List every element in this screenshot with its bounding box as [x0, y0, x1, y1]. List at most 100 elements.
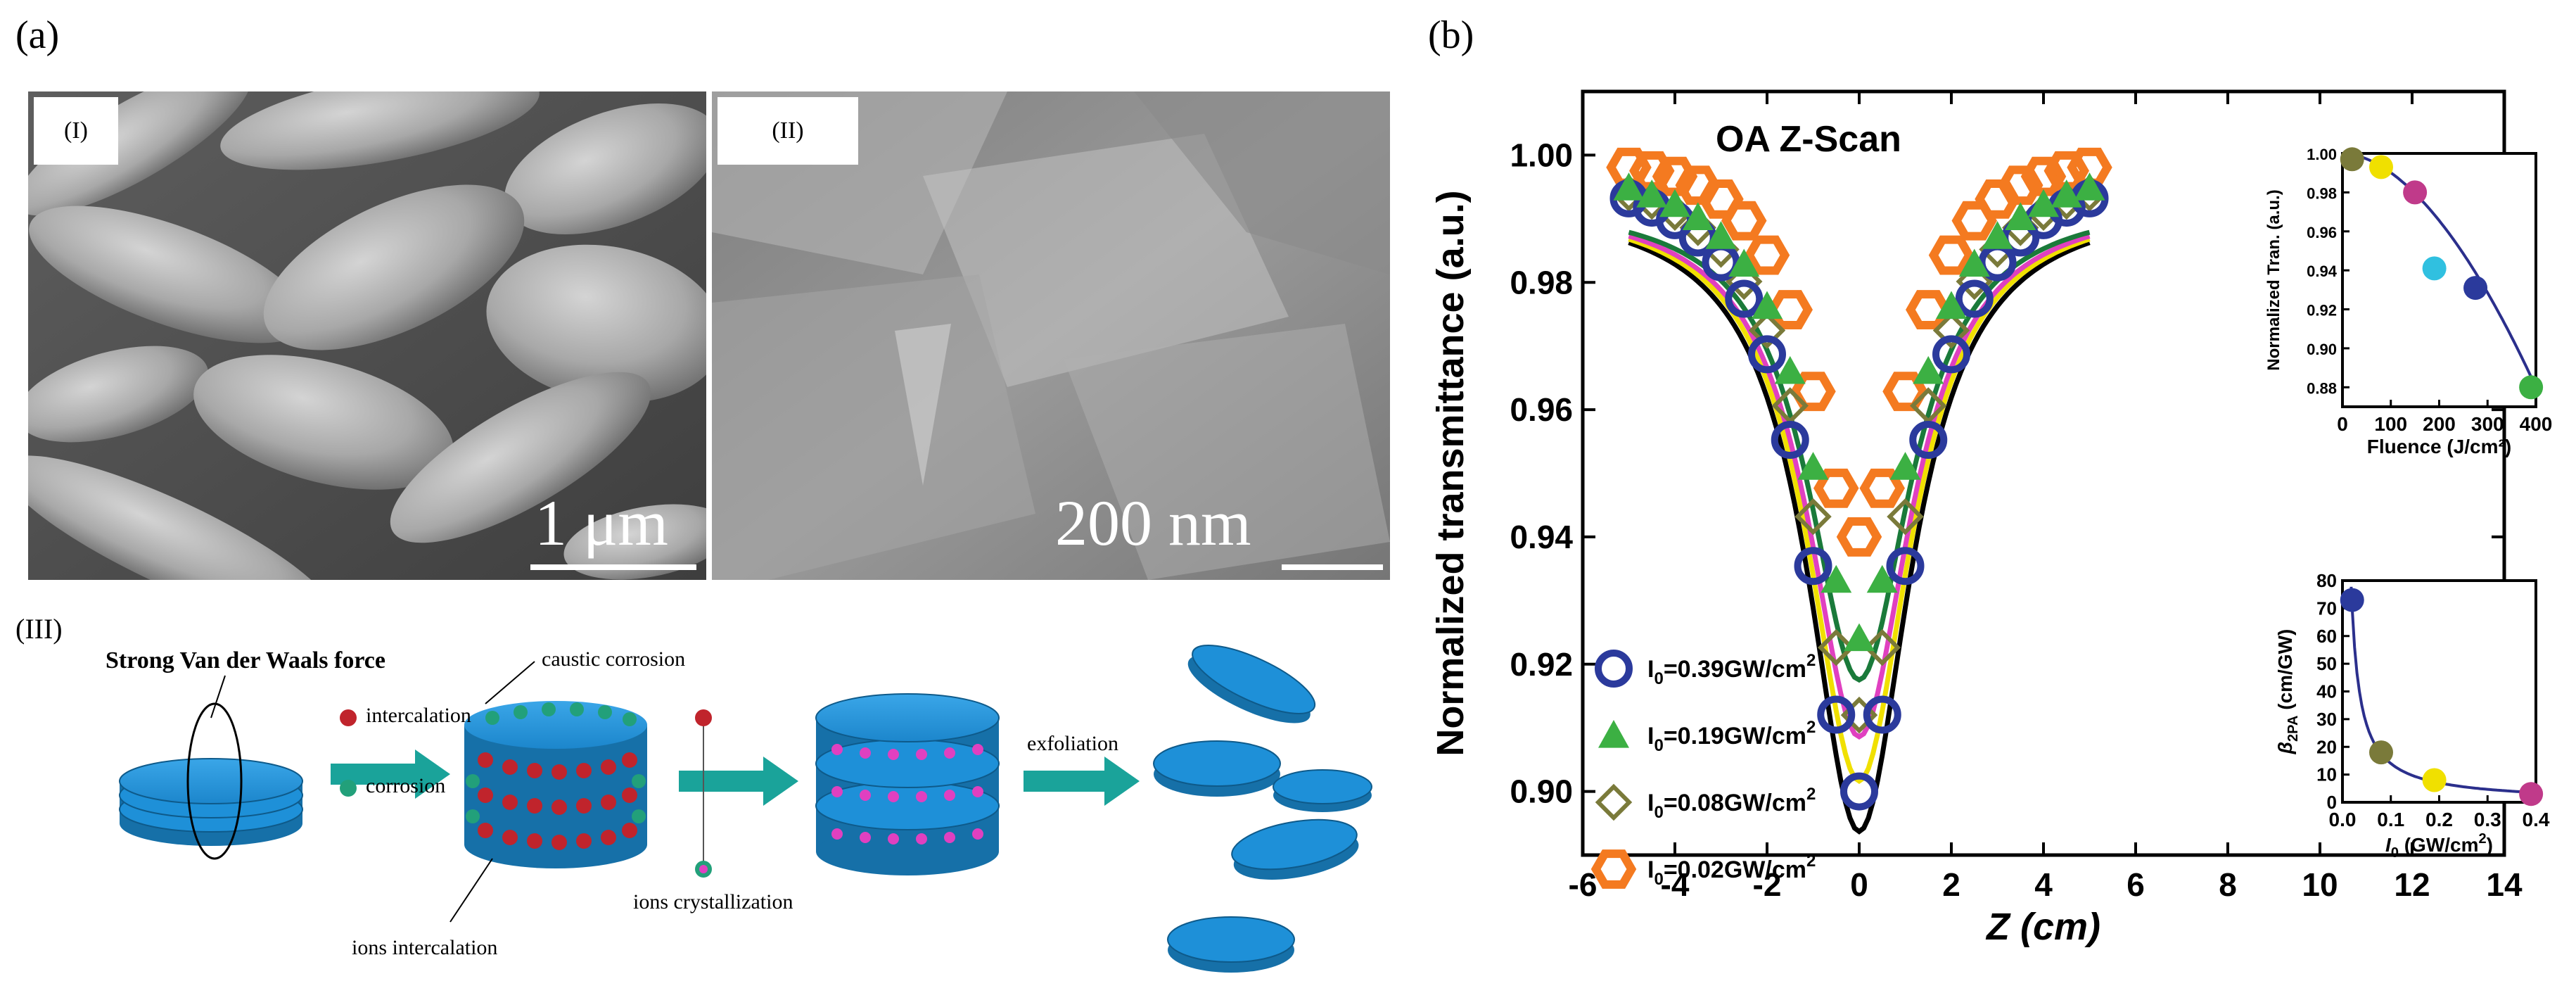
inset2-xl-end: ): [2487, 834, 2493, 856]
data-point-diamond: [1748, 312, 1786, 349]
x-tick-label: 2: [1942, 866, 1960, 903]
exfoliation-label: exfoliation: [1027, 732, 1118, 755]
legend-sup: 2: [1806, 718, 1816, 737]
legend-prefix: I: [1647, 723, 1654, 750]
legend-intercalation-text: intercalation: [366, 704, 471, 727]
data-point-hexagon: [1836, 517, 1882, 557]
inset-data-point: [2519, 782, 2544, 807]
inset-data-point: [2519, 375, 2544, 400]
legend-prefix: I: [1647, 790, 1654, 816]
strong-vdw-label: Strong Van der Waals force: [106, 647, 385, 673]
y-tick-label: 1.00: [1510, 137, 1573, 173]
data-point-hexagon: [1590, 849, 1637, 889]
inset-y-tick-label: 0: [2327, 792, 2337, 813]
data-point-triangle: [1913, 355, 1944, 384]
inset2-xl-sup: 2: [2479, 831, 2487, 847]
legend-prefix: I: [1647, 856, 1654, 883]
inset-x-tick-label: 100: [2374, 413, 2407, 435]
diagram-label: (III): [15, 613, 63, 645]
data-point-hexagon: [1859, 468, 1905, 508]
chart-title: OA Z-Scan: [1716, 119, 1901, 160]
x-tick-label: 10: [2302, 866, 2338, 903]
data-point-triangle: [1598, 720, 1629, 748]
inset-y-tick-label: 0.96: [2307, 224, 2337, 241]
inset-x-tick-label: 0.3: [2474, 809, 2501, 830]
inset-y-tick-label: 0.88: [2307, 379, 2337, 397]
graphite-stack-1: [119, 702, 303, 860]
data-point-circle: [1725, 279, 1764, 318]
arrow-intercalation: [331, 750, 450, 799]
legend-main: =0.39GW/cm: [1664, 656, 1806, 683]
inset1-x-label: Fluence (J/cm²): [2367, 436, 2511, 457]
inset2-xl-main: (GW/cm: [2399, 834, 2479, 856]
data-point-triangle: [2051, 179, 2082, 208]
legend-sub: 0: [1654, 669, 1663, 688]
inset2-xl-prefix: I: [2385, 834, 2392, 856]
data-point-triangle: [1613, 172, 1645, 201]
sem-right-scale-number: 200: [1055, 487, 1152, 559]
data-point-triangle: [1889, 452, 1921, 480]
data-point-triangle: [1728, 248, 1760, 277]
inset-x-tick-label: 400: [2520, 413, 2553, 435]
y-tick-label: 0.98: [1510, 264, 1573, 301]
arrow-crystallization: [679, 757, 798, 806]
data-point-hexagon: [1906, 290, 1951, 330]
legend-sub: 0: [1654, 736, 1663, 755]
inset-y-tick-label: 20: [2316, 736, 2337, 757]
ions-crystallization-label: ions crystallization: [633, 890, 793, 913]
legend-main: =0.19GW/cm: [1664, 723, 1806, 750]
data-point-circle: [1863, 695, 1901, 734]
y-tick-label: 0.90: [1510, 773, 1573, 810]
panel-b-label: (b): [1428, 13, 1474, 57]
data-point-diamond: [1794, 498, 1832, 536]
green-ion-legend: [340, 780, 357, 797]
inset-data-point: [2422, 256, 2447, 281]
inset-data-point: [2463, 276, 2488, 301]
inset-data-point: [2340, 147, 2364, 172]
data-point-diamond: [1818, 628, 1855, 666]
inset-data-point: [2369, 155, 2393, 179]
inset-y-tick-label: 0.90: [2307, 341, 2337, 358]
data-point-triangle: [2074, 172, 2105, 201]
fit-curve: [1628, 234, 2091, 740]
data-point-triangle: [1705, 221, 1737, 249]
data-point-circle: [1771, 421, 1809, 460]
arrow-exfoliation: [1024, 757, 1140, 806]
panel-a-label: (a): [15, 13, 60, 57]
data-point-circle: [1932, 335, 1970, 374]
inset-y-tick-label: 0.94: [2307, 263, 2338, 280]
inset-y-tick-label: 80: [2316, 570, 2337, 591]
inset2-y-label: β2PA (cm/GW): [2274, 629, 2301, 755]
x-tick-label: 12: [2394, 866, 2430, 903]
inset2-x-label: I0 (GW/cm2): [2385, 831, 2493, 861]
data-point-triangle: [1659, 189, 1690, 217]
data-point-triangle: [1982, 221, 2013, 249]
sem-left-scale-text: 1 μm: [535, 487, 668, 559]
inset-data-point: [2340, 588, 2364, 612]
inset2-xl-sub: 0: [2391, 845, 2399, 861]
legend-main: =0.02GW/cm: [1664, 856, 1806, 883]
sem-right-label: (II): [718, 97, 858, 165]
exfoliation-diagram: [119, 644, 1372, 973]
sem-right-scale-bar: [1282, 564, 1383, 570]
data-point-triangle: [1752, 291, 1783, 320]
inset-x-tick-label: 0.4: [2523, 809, 2550, 830]
inset-y-tick-label: 40: [2316, 681, 2337, 702]
inset-x-tick-label: 0: [2337, 413, 2348, 435]
y-tick-label: 0.94: [1510, 519, 1573, 555]
sem-image-left: (I) 1 μm: [28, 91, 706, 580]
x-tick-label: -6: [1569, 866, 1598, 903]
fit-curve: [1628, 236, 2091, 784]
legend-main: =0.08GW/cm: [1664, 790, 1806, 816]
x-tick-label: 4: [2034, 866, 2053, 903]
x-tick-label: 6: [2127, 866, 2145, 903]
inset-y-tick-label: 0.98: [2307, 184, 2337, 202]
legend-entry: I0=0.39GW/cm2: [1647, 651, 1816, 688]
inset-y-tick-label: 0.92: [2307, 302, 2337, 320]
data-point-hexagon: [1928, 235, 1975, 275]
x-tick-label: 0: [1850, 866, 1868, 903]
inset-data-point: [2403, 180, 2428, 205]
